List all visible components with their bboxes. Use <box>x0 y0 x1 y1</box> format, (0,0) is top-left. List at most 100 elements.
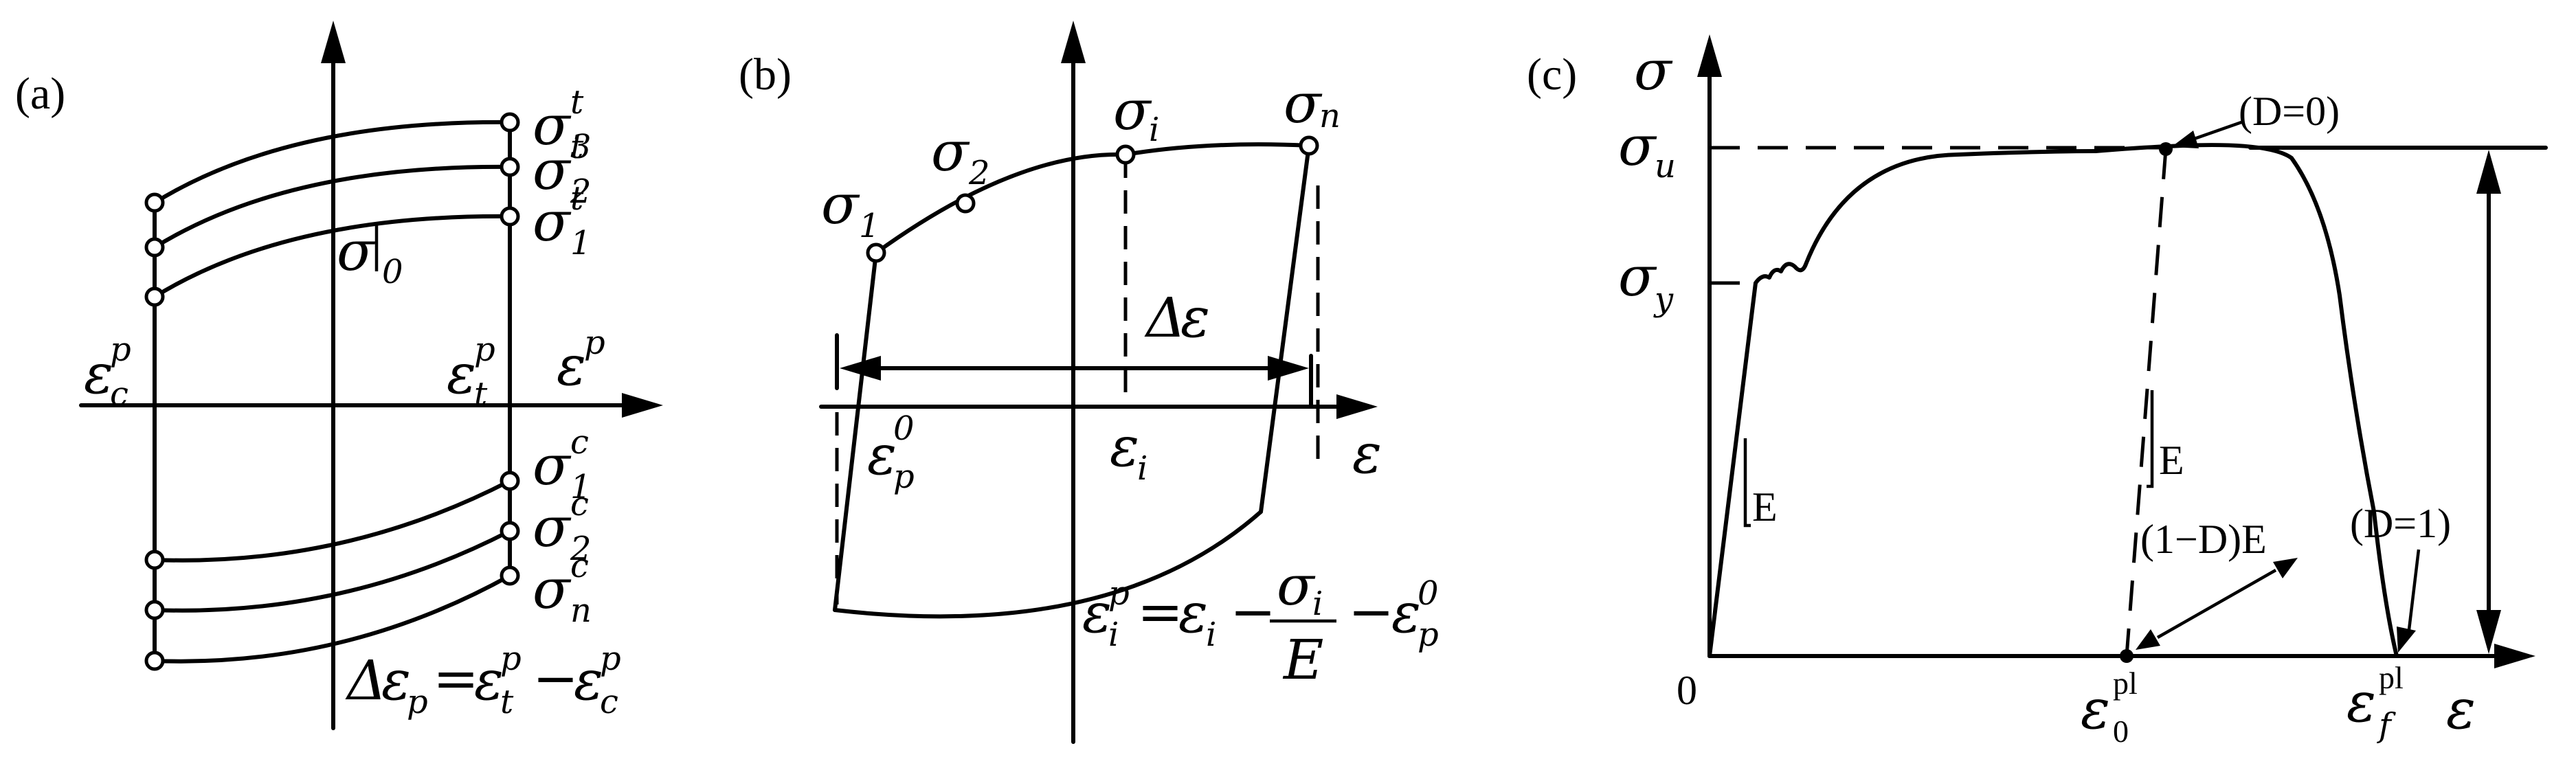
panel-c-label-eps0-pl: ε pl 0 <box>2081 666 2138 749</box>
svg-text:c: c <box>600 683 618 721</box>
svg-text:n: n <box>570 591 592 630</box>
panel-c-magnitude-arrowhead-down <box>2476 610 2501 654</box>
panel-a-marker <box>144 651 165 671</box>
svg-text:c: c <box>570 423 589 462</box>
panel-a-equation: Δ ε p = ε p t − ε p c <box>345 640 621 721</box>
svg-text:u: u <box>1655 147 1676 185</box>
panel-c-label: (c) <box>1527 49 1577 100</box>
panel-b: (b) σ 1 σ 2 <box>739 21 1439 744</box>
panel-b-marker <box>866 242 886 263</box>
svg-text:p: p <box>1108 574 1130 613</box>
panel-a-marker <box>144 550 165 570</box>
svg-text:p: p <box>1418 615 1439 654</box>
svg-text:t: t <box>570 179 584 218</box>
svg-text:ε: ε <box>474 648 504 712</box>
panel-c-label-d0: (D=0) <box>2239 89 2340 134</box>
svg-text:p: p <box>474 330 495 369</box>
panel-b-x-arrowhead <box>1336 394 1378 419</box>
panel-a-marker <box>500 565 520 586</box>
panel-b-label-eps-i: ε i <box>1110 415 1147 488</box>
panel-a-label-sigma-0: σ 0 <box>337 219 403 291</box>
svg-text:y: y <box>1653 280 1674 319</box>
svg-text:1: 1 <box>859 207 880 245</box>
panel-c-label-sigma-y: σ y <box>1618 245 1674 319</box>
svg-text:p: p <box>407 683 428 721</box>
panel-b-label-delta-eps: Δ ε <box>1144 286 1210 350</box>
svg-text:σ: σ <box>533 557 572 621</box>
svg-text:p: p <box>110 330 131 369</box>
panel-c-label-e-loading: E <box>1752 484 1778 530</box>
svg-text:ε: ε <box>1391 581 1421 645</box>
svg-text:ε: ε <box>2081 677 2110 741</box>
svg-text:1: 1 <box>570 224 592 262</box>
svg-text:1: 1 <box>570 468 592 506</box>
panel-a-label-eps-p-axis: ε p <box>557 324 605 398</box>
panel-a-marker <box>500 157 520 177</box>
panel-b-delta-eps-arrowhead-right <box>1268 356 1309 381</box>
svg-text:0: 0 <box>893 409 915 448</box>
svg-text:3: 3 <box>570 128 592 166</box>
svg-text:−: − <box>533 646 579 710</box>
svg-text:2: 2 <box>968 154 990 192</box>
panel-a-tension-curve-2 <box>153 164 512 249</box>
panel-c-d1-arrowhead <box>2397 626 2416 653</box>
panel-b-equation: ε p i = ε i − σ i E − ε 0 p <box>1082 554 1439 692</box>
svg-text:ε: ε <box>574 648 603 712</box>
panel-b-label-sigma-i: σ i <box>1113 78 1159 149</box>
svg-text:σ: σ <box>1618 245 1657 308</box>
svg-text:p: p <box>584 324 605 362</box>
panel-c-eps0-point <box>2120 649 2133 663</box>
panel-c-label-damaged-modulus: (1−D)E <box>2140 517 2267 562</box>
svg-text:i: i <box>1149 111 1159 149</box>
panel-a-label-sigma1-t: σ t 1 <box>533 179 592 262</box>
svg-text:σ: σ <box>1113 78 1152 142</box>
svg-text:=: = <box>433 646 479 710</box>
svg-text:0: 0 <box>1418 574 1439 613</box>
panel-a-label-sigman-c: σ c n <box>533 547 592 630</box>
panel-c-damaged-modulus-arrowhead-left <box>2136 629 2160 650</box>
panel-a-marker <box>500 206 520 227</box>
panel-c-label-eps-axis: ε <box>2446 677 2476 741</box>
svg-text:Δ: Δ <box>345 648 387 712</box>
svg-text:σ: σ <box>1284 71 1323 135</box>
svg-text:p: p <box>500 640 522 678</box>
panel-a-y-arrowhead <box>321 21 346 63</box>
panel-b-delta-eps-arrowhead-left <box>840 356 881 381</box>
svg-text:ε: ε <box>1178 581 1208 645</box>
svg-text:σ: σ <box>533 190 572 253</box>
panel-c-unloading-dashed <box>2125 148 2168 657</box>
svg-text:−: − <box>1348 580 1394 644</box>
panel-c-d0-arrow <box>2188 120 2242 143</box>
panel-c-origin-label: 0 <box>1677 668 1697 713</box>
svg-text:σ: σ <box>931 120 970 183</box>
svg-text:c: c <box>570 547 589 585</box>
panel-b-label-sigma-n: σ n <box>1284 71 1341 135</box>
svg-text:n: n <box>1319 97 1341 135</box>
svg-text:ε: ε <box>557 334 586 398</box>
svg-text:ε: ε <box>2347 670 2376 734</box>
panel-a-label-sigma1-c: σ c 1 <box>533 423 592 506</box>
svg-text:2: 2 <box>570 172 592 211</box>
panel-a-tension-curve-1 <box>153 214 512 299</box>
panel-c-d1-arrow <box>2406 549 2421 636</box>
panel-c-label-e-unloading: E <box>2159 438 2184 483</box>
svg-text:pl: pl <box>2379 660 2404 695</box>
panel-a-compression-curve-2 <box>153 529 512 613</box>
svg-text:ε: ε <box>1180 286 1210 350</box>
svg-text:=: = <box>1137 580 1183 644</box>
panel-c: (c) (D=0) E E (1−D)E <box>1527 34 2548 749</box>
panel-a-marker <box>144 600 165 620</box>
panel-a-label: (a) <box>15 69 65 119</box>
panel-b-lower-curve <box>833 510 1263 619</box>
panel-a-label-sigma2-t: σ t 2 <box>533 128 592 211</box>
svg-text:t: t <box>570 128 584 166</box>
panel-b-label-eps-axis: ε <box>1352 422 1382 486</box>
panel-c-y-arrowhead <box>1697 34 1722 77</box>
panel-c-label-sigma-axis: σ <box>1634 38 1673 102</box>
panel-c-stress-strain-curve <box>1707 143 2399 658</box>
svg-text:σ: σ <box>821 172 860 236</box>
svg-text:f: f <box>2377 706 2396 745</box>
svg-text:i: i <box>1312 585 1323 623</box>
svg-text:t: t <box>570 83 584 122</box>
svg-text:σ: σ <box>533 93 572 157</box>
